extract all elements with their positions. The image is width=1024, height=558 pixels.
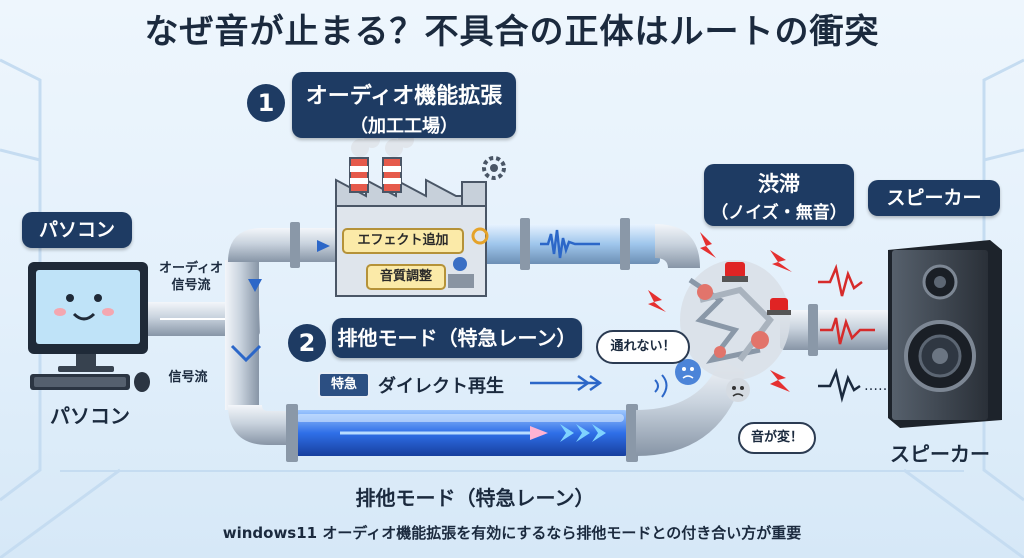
speaker-label: スピーカー bbox=[890, 442, 990, 466]
direct-playback-label: ダイレクト再生 bbox=[378, 376, 504, 397]
blocked-speech-bubble: 通れない！ bbox=[596, 330, 690, 364]
signal-flow-label: 信号流 bbox=[168, 370, 208, 385]
pc-label: パソコン bbox=[50, 404, 130, 428]
svg-text:……: …… bbox=[864, 378, 892, 394]
footer-caption: windows11 オーディオ機能拡張を有効にするなら排他モードとの付き合い方が… bbox=[222, 524, 802, 542]
step-1-badge: 1 bbox=[247, 84, 285, 122]
step-2-badge: 2 bbox=[288, 324, 326, 362]
jam-title: 渋滞 bbox=[758, 172, 800, 196]
jam-cluster bbox=[648, 232, 792, 402]
express-tag: 特急 bbox=[318, 372, 370, 398]
callout-exclusive-mode: 排他モード（特急レーン） bbox=[332, 318, 582, 358]
factory-label-quality: 音質調整 bbox=[366, 264, 446, 290]
jam-bubble: 渋滞 （ノイズ・無音） bbox=[704, 164, 854, 226]
jam-subtitle: （ノイズ・無音） bbox=[711, 203, 847, 223]
upper-pipe bbox=[140, 218, 700, 336]
factory-label-effects: エフェクト追加 bbox=[342, 228, 464, 254]
pc-bubble: パソコン bbox=[22, 212, 132, 248]
speaker-pipe: …… bbox=[780, 263, 892, 403]
floor-line bbox=[60, 470, 964, 472]
speaker-box bbox=[888, 240, 1002, 428]
pc-monitor bbox=[28, 262, 150, 392]
exclusive-mode-label: 排他モード（特急レーン） bbox=[355, 486, 595, 510]
strange-sound-bubble: 音が変！ bbox=[738, 422, 816, 454]
speaker-bubble: スピーカー bbox=[868, 180, 1000, 216]
page-title: なぜ音が止まる？不具合の正体はルートの衝突 bbox=[144, 12, 880, 52]
callout-1-subtitle: （加工工場） bbox=[350, 116, 458, 137]
callout-audio-enhancement: オーディオ機能拡張 （加工工場） bbox=[292, 72, 516, 138]
callout-1-title: オーディオ機能拡張 bbox=[305, 84, 503, 109]
lower-pipe bbox=[225, 320, 745, 462]
audio-signal-label: オーディオ 信号流 bbox=[158, 261, 224, 293]
